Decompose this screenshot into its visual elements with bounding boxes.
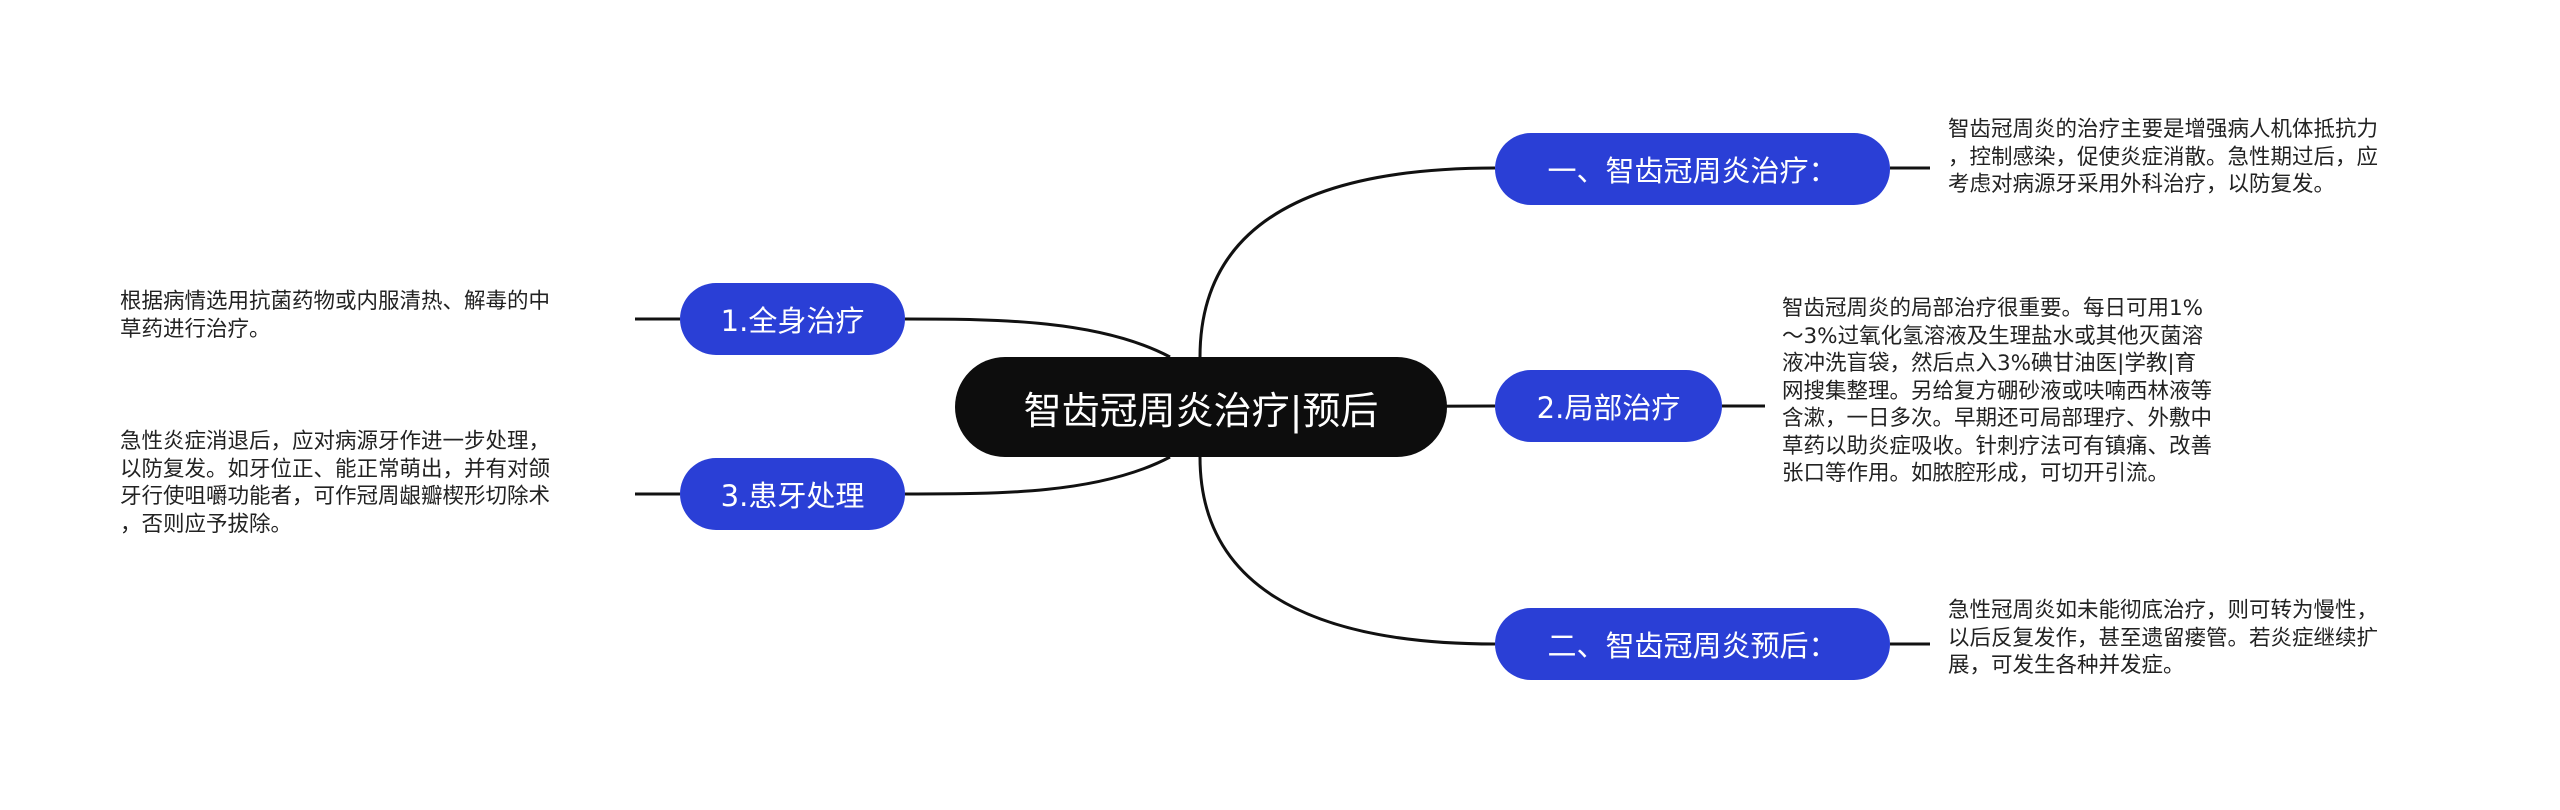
branch-treatment: 一、智齿冠周炎治疗： [1495, 133, 1890, 205]
leaf-line: 以防复发。如牙位正、能正常萌出，并有对颌 [120, 456, 551, 482]
link-root-b1 [1198, 166, 1496, 358]
leaf-line: 智齿冠周炎的治疗主要是增强病人机体抵抗力 [1948, 117, 2379, 142]
link-root-b4 [904, 317, 1171, 359]
leaf-line: 牙行使咀嚼功能者，可作冠周龈瓣楔形切除术 [120, 484, 551, 509]
branch-prognosis: 二、智齿冠周炎预后： [1495, 608, 1890, 680]
leaf-line: 急性炎症消退后，应对病源牙作进一步处理， [120, 429, 551, 454]
branch-tooth-treatment: 3.患牙处理 [680, 458, 905, 530]
leaf-line: 展，可发生各种并发症。 [1948, 653, 2185, 678]
leaf-line: 考虑对病源牙采用外科治疗，以防复发。 [1948, 172, 2336, 197]
leaf-line: 智齿冠周炎的局部治疗很重要。每日可用1% [1782, 296, 2204, 321]
leaf-treatment-text: 智齿冠周炎的治疗主要是增强病人机体抵抗力 ，控制感染，促使炎症消散。急性期过后，… [1948, 116, 2378, 199]
branch-local-treatment: 2.局部治疗 [1495, 370, 1722, 442]
leaf-line: 含漱，一日多次。早期还可局部理疗、外敷中 [1782, 406, 2213, 431]
branch-systemic-treatment: 1.全身治疗 [680, 283, 905, 355]
leaf-prognosis-text: 急性冠周炎如未能彻底治疗，则可转为慢性， 以后反复发作，甚至遗留瘘管。若炎症继续… [1948, 597, 2378, 680]
leaf-tooth-treatment-text: 急性炎症消退后，应对病源牙作进一步处理， 以防复发。如牙位正、能正常萌出，并有对… [120, 428, 550, 538]
leaf-line: 草药进行治疗。 [120, 316, 271, 342]
leaf-line: ，控制感染，促使炎症消散。急性期过后，应 [1948, 144, 2379, 170]
leaf-line: ～3%过氧化氢溶液及生理盐水或其他灭菌溶 [1782, 323, 2204, 349]
leaf-line: 急性冠周炎如未能彻底治疗，则可转为慢性， [1948, 598, 2379, 623]
leaf-local-treatment-text: 智齿冠周炎的局部治疗很重要。每日可用1% ～3%过氧化氢溶液及生理盐水或其他灭菌… [1782, 295, 2212, 488]
root-topic: 智齿冠周炎治疗|预后 [955, 357, 1447, 457]
leaf-line: 张口等作用。如脓腔形成，可切开引流。 [1782, 461, 2170, 486]
leaf-systemic-treatment-text: 根据病情选用抗菌药物或内服清热、解毒的中 草药进行治疗。 [120, 288, 550, 343]
leaf-line: 草药以助炎症吸收。针刺疗法可有镇痛、改善 [1782, 433, 2213, 459]
link-root-b5 [904, 455, 1171, 496]
leaf-line: ，否则应予拔除。 [120, 511, 293, 537]
leaf-line: 根据病情选用抗菌药物或内服清热、解毒的中 [120, 289, 551, 314]
leaf-line: 以后反复发作，甚至遗留瘘管。若炎症继续扩 [1948, 625, 2379, 651]
leaf-line: 液冲洗盲袋，然后点入3%碘甘油医|学教|育 [1782, 351, 2197, 376]
link-root-b3 [1198, 456, 1496, 646]
leaf-line: 网搜集整理。另给复方硼砂液或呋喃西林液等 [1782, 378, 2213, 404]
